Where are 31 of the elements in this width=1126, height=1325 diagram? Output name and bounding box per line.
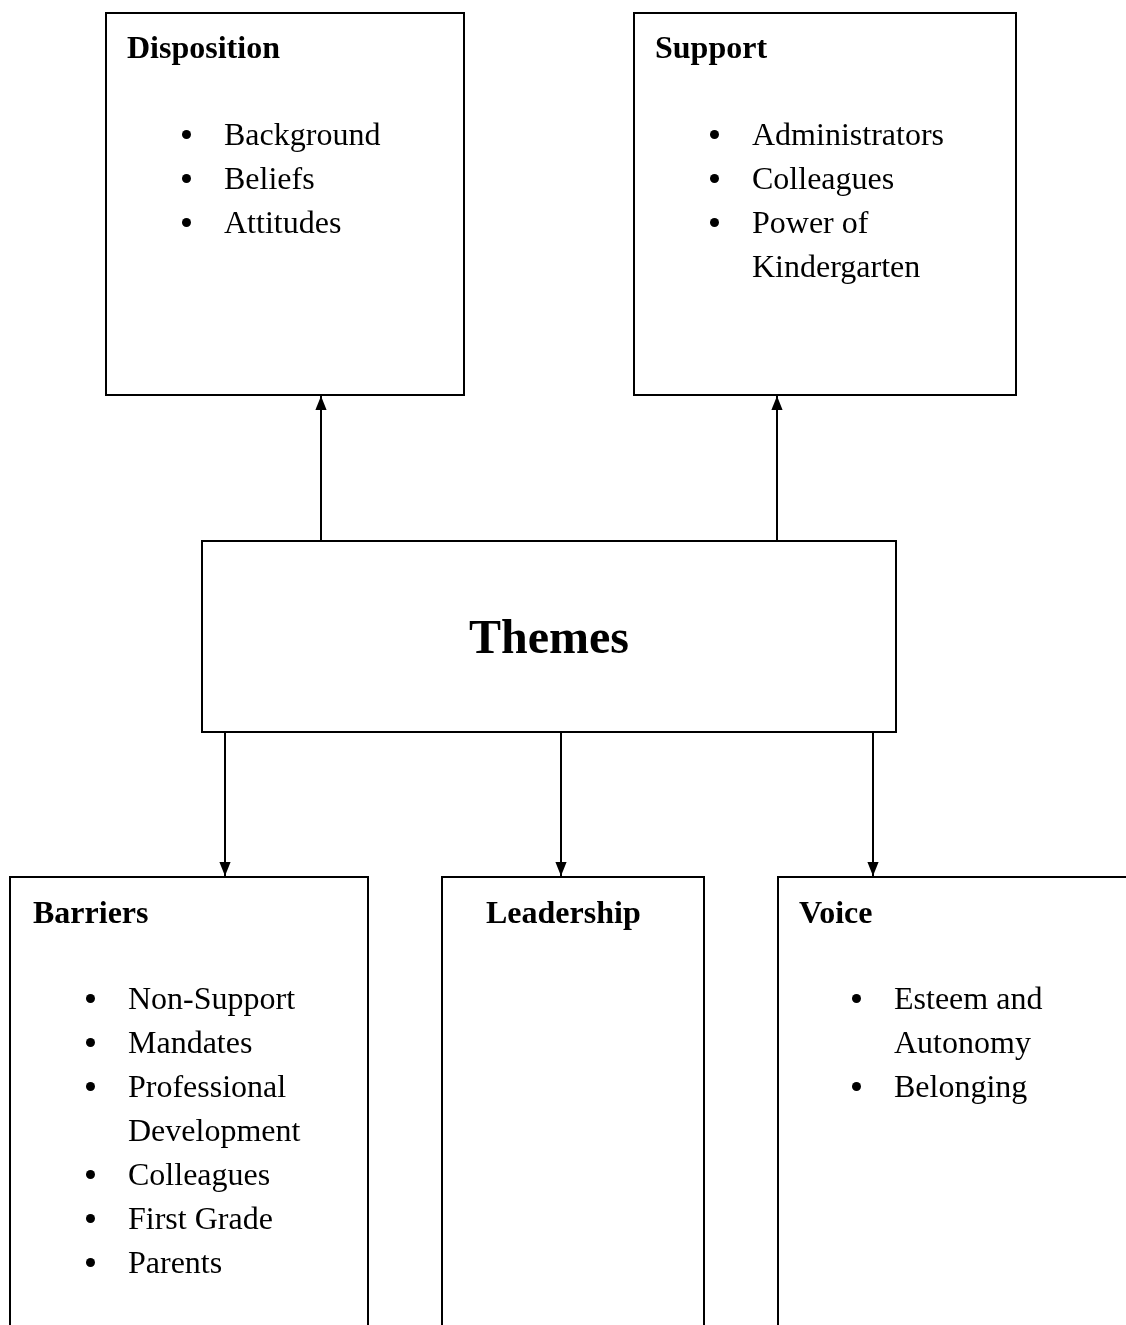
category-box: [105, 12, 465, 396]
theme-box: [201, 540, 897, 733]
category-box: [9, 876, 369, 1325]
category-box: [777, 876, 1126, 1325]
bullet-item: Colleagues: [128, 1156, 271, 1192]
arrow: [867, 732, 879, 877]
bullet-item: Background: [224, 116, 381, 152]
heading: Voice: [799, 893, 873, 932]
bullet-item: Administrators: [752, 116, 944, 152]
bullet-item: Belonging: [894, 1068, 1028, 1104]
bullet-item: Mandates: [128, 1024, 253, 1060]
bullet-item: Colleagues: [752, 160, 895, 196]
bullet-item: Power of Kindergarten: [752, 204, 921, 284]
arrow: [219, 732, 231, 877]
heading: Barriers: [33, 893, 149, 932]
bullet-item: Esteem and Autonomy: [894, 980, 1043, 1060]
bullet-item: Attitudes: [224, 204, 342, 240]
heading: Leadership: [486, 893, 641, 932]
category-box: [441, 876, 705, 1325]
heading: Support: [655, 28, 768, 67]
bullet-item: Non-Support: [128, 980, 296, 1016]
heading: Disposition: [127, 28, 280, 67]
arrow: [315, 395, 327, 541]
bullet-item: Professional Development: [128, 1068, 301, 1148]
bullet-item: First Grade: [128, 1200, 273, 1236]
bullet-item: Parents: [128, 1244, 223, 1280]
arrow: [771, 395, 783, 541]
heading: Themes: [468, 608, 630, 665]
arrow: [555, 732, 567, 877]
bullet-item: Beliefs: [224, 160, 315, 196]
category-box: [633, 12, 1017, 396]
